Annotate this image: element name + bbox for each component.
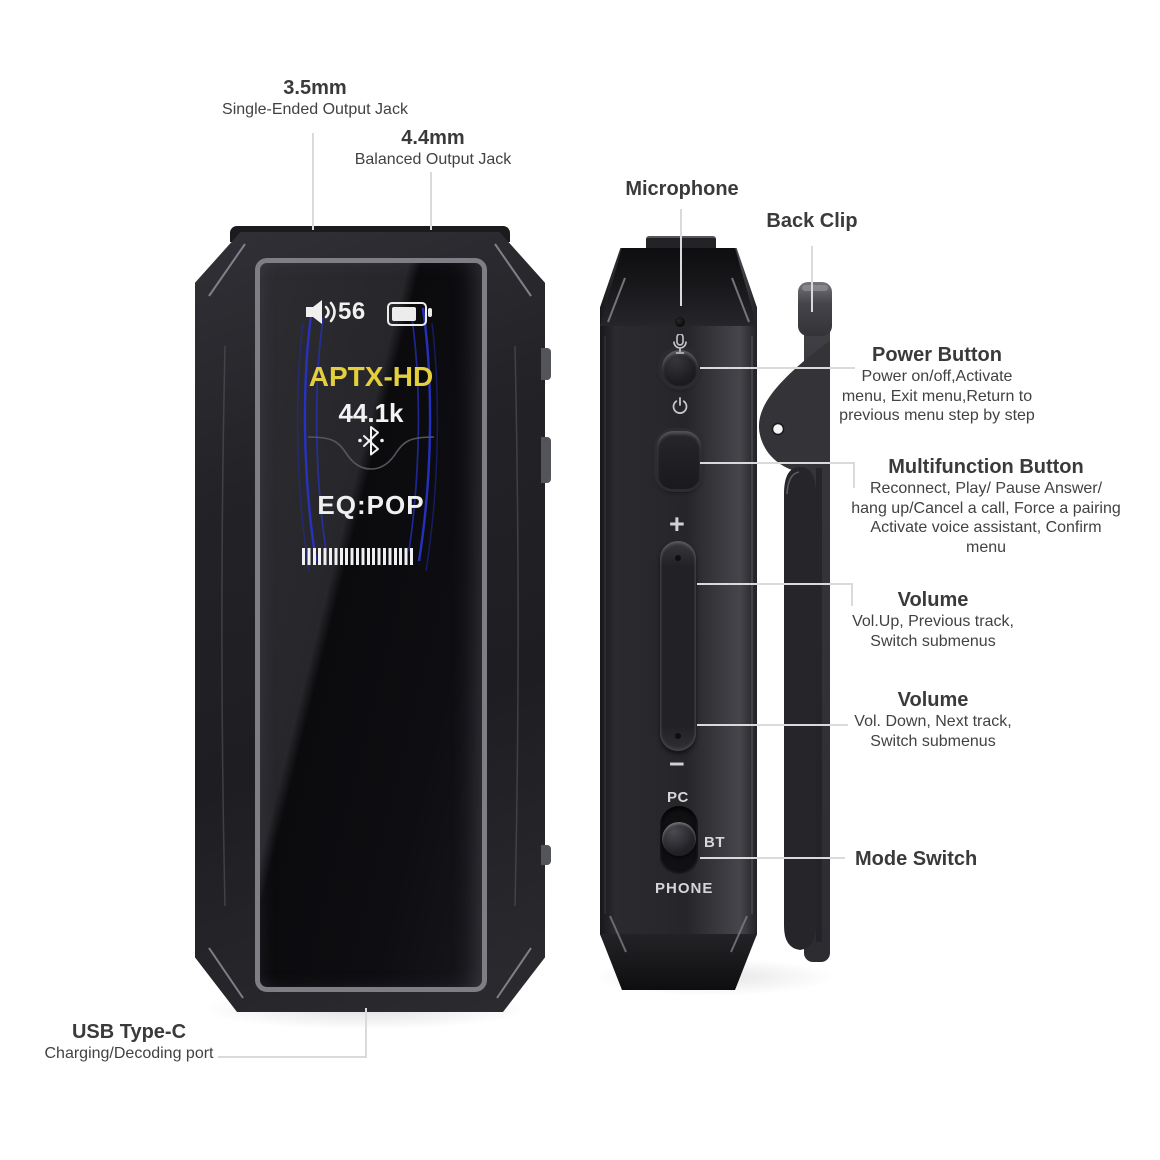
- battery-icon: [387, 302, 432, 326]
- multifunction-button-desc: hang up/Cancel a call, Force a pairing: [851, 499, 1121, 517]
- microphone-title: Microphone: [625, 178, 739, 200]
- back-clip-title: Back Clip: [766, 210, 858, 232]
- front-bevel-trims: [208, 243, 532, 999]
- multifunction-button-desc: Reconnect, Play/ Pause Answer/: [869, 480, 1103, 497]
- power-button-desc: previous menu step by step: [839, 407, 1035, 424]
- callout-power-button: Power Button Power on/off,Activate menu,…: [839, 344, 1035, 426]
- volume-up-desc: Vol.Up, Previous track,: [852, 613, 1014, 630]
- multifunction-button-title: Multifunction Button: [888, 456, 1084, 478]
- callout-multifunction-button: Multifunction Button Reconnect, Play/ Pa…: [851, 456, 1121, 557]
- usb-desc: Charging/Decoding port: [44, 1045, 214, 1062]
- rocker-dot: [675, 733, 681, 739]
- jack35-desc: Single-Ended Output Jack: [222, 101, 408, 118]
- codec-label: APTX-HD: [308, 361, 434, 392]
- volume-up-title: Volume: [897, 589, 969, 611]
- leader-microphone: [680, 209, 682, 306]
- power-button-desc: menu, Exit menu,Return to: [841, 387, 1033, 405]
- leader-power: [700, 367, 855, 369]
- volume-down-title: Volume: [897, 689, 969, 711]
- volume-value: 56: [338, 298, 366, 325]
- callout-mode-switch: Mode Switch: [855, 848, 977, 871]
- jack44-title: 4.4mm: [401, 127, 465, 149]
- mode-pc-label: PC: [667, 789, 689, 806]
- side-button-nub: [541, 437, 551, 483]
- multifunction-button: [657, 431, 701, 489]
- volume-plus-glyph: +: [669, 509, 685, 539]
- callout-volume-up: Volume Vol.Up, Previous track, Switch su…: [852, 589, 1014, 651]
- dac-front-view: 56 APTX-HD 44.1k EQ:POP: [195, 226, 557, 1016]
- callout-back-clip: Back Clip: [766, 210, 857, 233]
- volume-minus-glyph: −: [669, 749, 685, 779]
- callout-volume-down: Volume Vol. Down, Next track, Switch sub…: [854, 689, 1011, 751]
- mode-bt-label: BT: [704, 834, 725, 851]
- usb-title: USB Type-C: [71, 1021, 187, 1043]
- volume-rocker: [660, 541, 696, 751]
- side-button-nub: [541, 348, 551, 380]
- leader-usb-h: [218, 1056, 367, 1058]
- bluetooth-icon: [307, 426, 435, 470]
- volume-bar: [302, 548, 415, 565]
- leader-volume-up-h: [697, 583, 853, 585]
- leader-volume-up-v: [851, 583, 853, 606]
- callout-microphone: Microphone: [625, 178, 738, 201]
- microphone-icon: [673, 334, 687, 354]
- leader-jack35: [312, 133, 314, 230]
- jack44-desc: Balanced Output Jack: [354, 151, 512, 168]
- side-top-cap: [600, 248, 757, 326]
- battery-fill: [392, 307, 416, 321]
- side-button-nub: [541, 845, 551, 865]
- side-bottom-cap: [600, 934, 757, 990]
- mode-switch-knob: [662, 822, 696, 856]
- power-button: [662, 350, 698, 386]
- mode-switch-title: Mode Switch: [855, 848, 978, 870]
- eq-label: EQ:POP: [317, 490, 425, 520]
- leader-multifunction-v: [853, 462, 855, 488]
- back-clip: [758, 282, 832, 962]
- power-icon: [672, 397, 688, 414]
- multifunction-button-desc: menu: [965, 538, 1007, 556]
- volume-down-desc: Switch submenus: [870, 732, 996, 750]
- side-bevel-trims: [604, 277, 753, 953]
- multifunction-button-desc: Activate voice assistant, Confirm: [870, 519, 1102, 536]
- rocker-dot: [675, 555, 681, 561]
- speaker-icon: [306, 300, 336, 324]
- callout-jack44: 4.4mm Balanced Output Jack: [355, 127, 512, 170]
- leader-volume-down: [697, 724, 848, 726]
- microphone-hole: [675, 317, 685, 327]
- power-button-desc: Power on/off,Activate: [861, 368, 1013, 385]
- callout-usb: USB Type-C Charging/Decoding port: [45, 1021, 214, 1064]
- callout-jack35: 3.5mm Single-Ended Output Jack: [222, 77, 408, 120]
- front-glass-screen: 56 APTX-HD 44.1k EQ:POP: [255, 258, 487, 992]
- leader-multifunction-h: [700, 462, 855, 464]
- battery-terminal: [428, 308, 432, 317]
- volume-down-desc: Vol. Down, Next track,: [854, 713, 1012, 730]
- volume-up-desc: Switch submenus: [870, 632, 996, 650]
- jack35-title: 3.5mm: [283, 77, 347, 99]
- leader-back-clip: [811, 246, 813, 312]
- dac-side-view: + − PC BT PHONE: [580, 226, 860, 1016]
- leader-mode-switch: [700, 857, 845, 859]
- sample-rate-label: 44.1k: [338, 398, 404, 428]
- power-button-title: Power Button: [871, 344, 1002, 366]
- mode-phone-label: PHONE: [655, 880, 714, 897]
- leader-jack44: [430, 172, 432, 230]
- screen-wave-decoration: [296, 307, 439, 572]
- leader-usb-v: [365, 1008, 367, 1058]
